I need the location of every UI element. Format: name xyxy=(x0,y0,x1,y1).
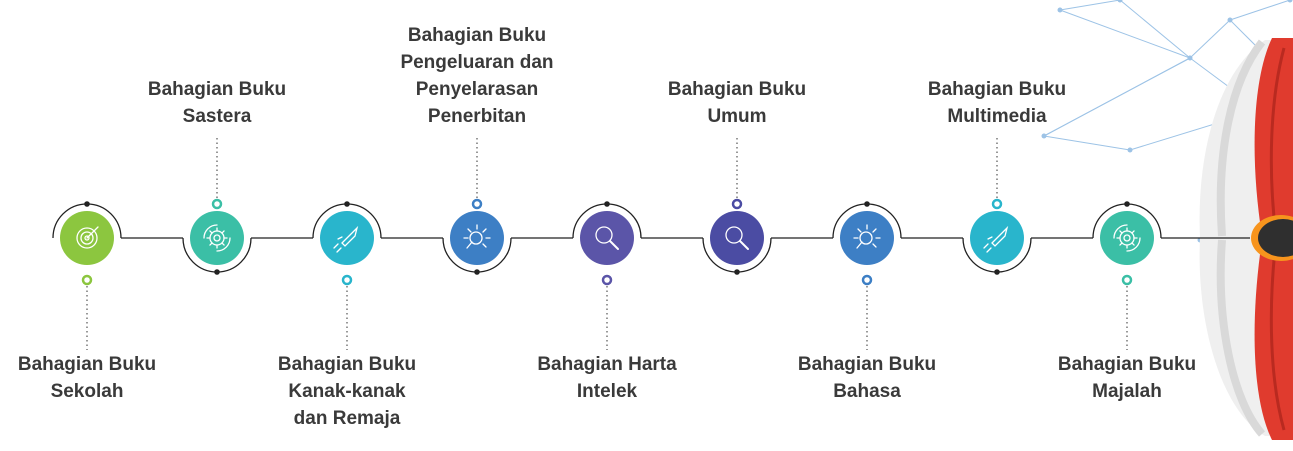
arc-dot xyxy=(864,201,870,207)
connector-ring xyxy=(211,198,223,210)
step-circle xyxy=(1100,211,1154,265)
network-node xyxy=(1117,0,1123,3)
book-cover-lower xyxy=(1254,240,1293,440)
gear-icon xyxy=(1113,224,1141,252)
book-cover-shade xyxy=(1269,47,1286,237)
step-label-line: Intelek xyxy=(576,381,638,402)
network-node xyxy=(1127,147,1133,153)
lightbulb-icon xyxy=(463,224,491,249)
gear-icon xyxy=(203,224,231,252)
connector-ring xyxy=(81,274,93,286)
step-label-line: Bahagian Buku xyxy=(667,79,807,100)
connector-ring xyxy=(731,198,743,210)
connector-ring xyxy=(991,198,1003,210)
step-label-line: Pengeluaran dan xyxy=(400,52,554,73)
step-label-line: Bahagian Buku xyxy=(1057,354,1197,375)
network-line xyxy=(1043,57,1191,137)
rocket-icon xyxy=(983,225,1009,253)
step-label-line: Penyelarasan xyxy=(415,79,539,100)
arc-dot xyxy=(344,201,350,207)
network-line xyxy=(1059,0,1121,11)
arc-dot xyxy=(474,269,480,275)
lightbulb-icon xyxy=(853,224,881,249)
connector-ring xyxy=(471,198,483,210)
network-line xyxy=(1229,0,1291,21)
network-node xyxy=(1041,133,1047,139)
step-label-line: Penerbitan xyxy=(427,106,527,127)
network-node xyxy=(1057,7,1063,13)
book-spine xyxy=(1258,219,1293,257)
book-cover-shade xyxy=(1269,239,1286,431)
arc-dot xyxy=(84,201,90,207)
step-label-line: Bahagian Buku xyxy=(797,354,937,375)
arc-dot xyxy=(604,201,610,207)
step-circle xyxy=(450,211,504,265)
network-node xyxy=(1187,55,1193,61)
step-label-line: Bahagian Buku xyxy=(277,354,417,375)
step-label-line: Sastera xyxy=(182,106,252,127)
target-icon xyxy=(76,226,99,249)
network-line xyxy=(1189,19,1231,59)
step-label-line: Bahagian Buku xyxy=(147,79,287,100)
connector-ring xyxy=(341,274,353,286)
step-label-line: Sekolah xyxy=(50,381,124,402)
step-label-line: Bahagian Buku xyxy=(17,354,157,375)
magnifier-icon xyxy=(595,226,619,250)
step-label-line: Bahasa xyxy=(833,381,901,402)
step-label-line: Multimedia xyxy=(947,106,1047,127)
step-circle xyxy=(710,211,764,265)
connector-ring xyxy=(1121,274,1133,286)
connector-ring xyxy=(861,274,873,286)
step-label-line: Bahagian Harta xyxy=(537,354,677,375)
arc-dot xyxy=(214,269,220,275)
rocket-icon xyxy=(333,225,359,253)
step-circle xyxy=(580,211,634,265)
book-page-edge xyxy=(1216,239,1266,437)
step-label-line: Umum xyxy=(707,106,767,127)
magnifier-icon xyxy=(725,226,749,250)
network-node xyxy=(1287,0,1293,3)
network-line xyxy=(1119,0,1191,59)
network-line xyxy=(1043,135,1131,151)
arc-dot xyxy=(1124,201,1130,207)
network-line xyxy=(1059,9,1191,59)
step-label-line: Majalah xyxy=(1092,381,1162,402)
arc-dot xyxy=(734,269,740,275)
book-cover-upper xyxy=(1254,38,1293,236)
step-label-line: Kanak-kanak xyxy=(288,381,406,402)
step-circle xyxy=(190,211,244,265)
book-page-edge xyxy=(1216,39,1266,237)
step-label-line: Bahagian Buku xyxy=(927,79,1067,100)
step-label-line: dan Remaja xyxy=(293,408,401,429)
connector-ring xyxy=(601,274,613,286)
step-circle xyxy=(840,211,894,265)
network-node xyxy=(1227,17,1233,23)
step-label-line: Bahagian Buku xyxy=(407,25,547,46)
arc-dot xyxy=(994,269,1000,275)
